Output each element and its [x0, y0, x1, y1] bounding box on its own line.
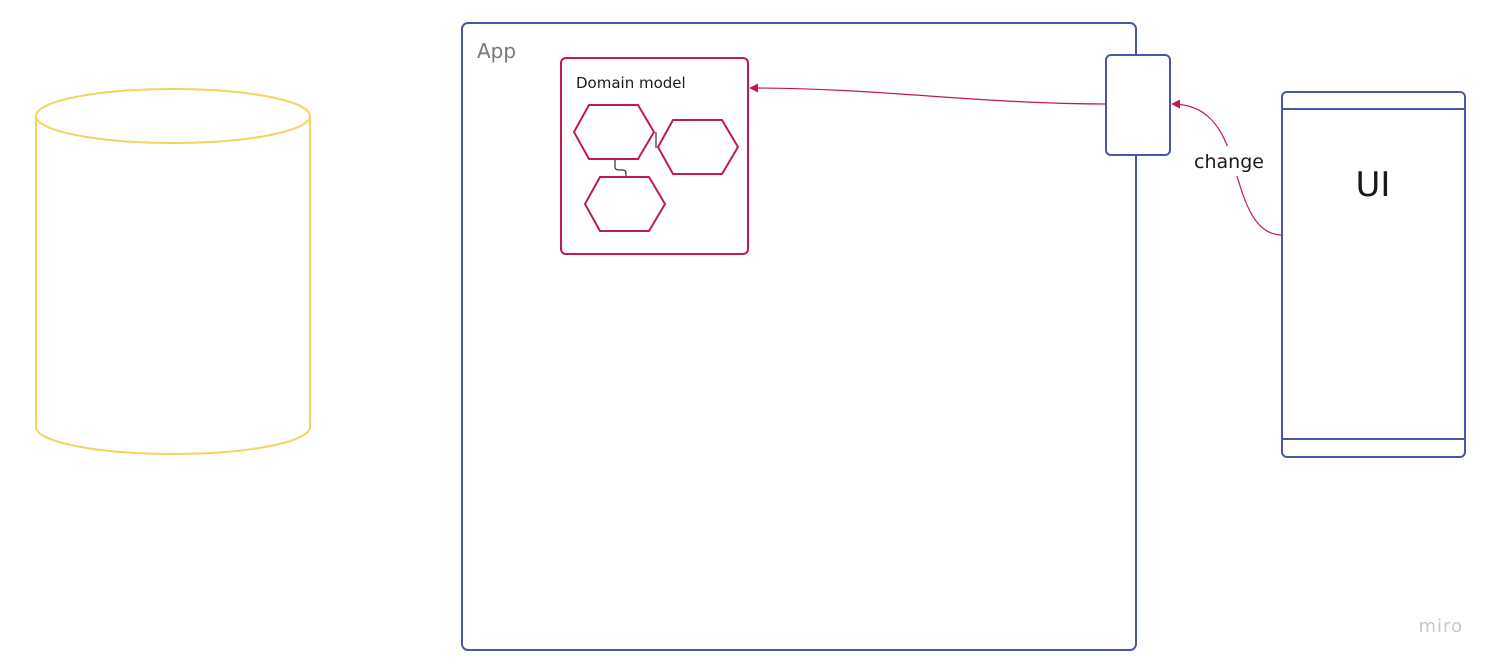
miro-watermark: miro [1418, 616, 1463, 637]
change-label: change [1194, 151, 1264, 173]
change-label-bg [1190, 146, 1270, 176]
entity-hexagon[interactable] [573, 104, 655, 160]
app-label: App [477, 39, 516, 63]
ui-label: UI [1356, 165, 1391, 205]
entity-connector-vertical [614, 160, 627, 177]
ui-device[interactable] [1281, 91, 1466, 458]
entity-hexagon[interactable] [584, 176, 666, 232]
app-port-box[interactable] [1105, 54, 1171, 156]
domain-model-label: Domain model [576, 74, 686, 92]
database-cylinder[interactable] [35, 88, 311, 455]
port-to-domain-arrow[interactable] [749, 83, 1107, 105]
entity-hexagon[interactable] [657, 119, 739, 175]
